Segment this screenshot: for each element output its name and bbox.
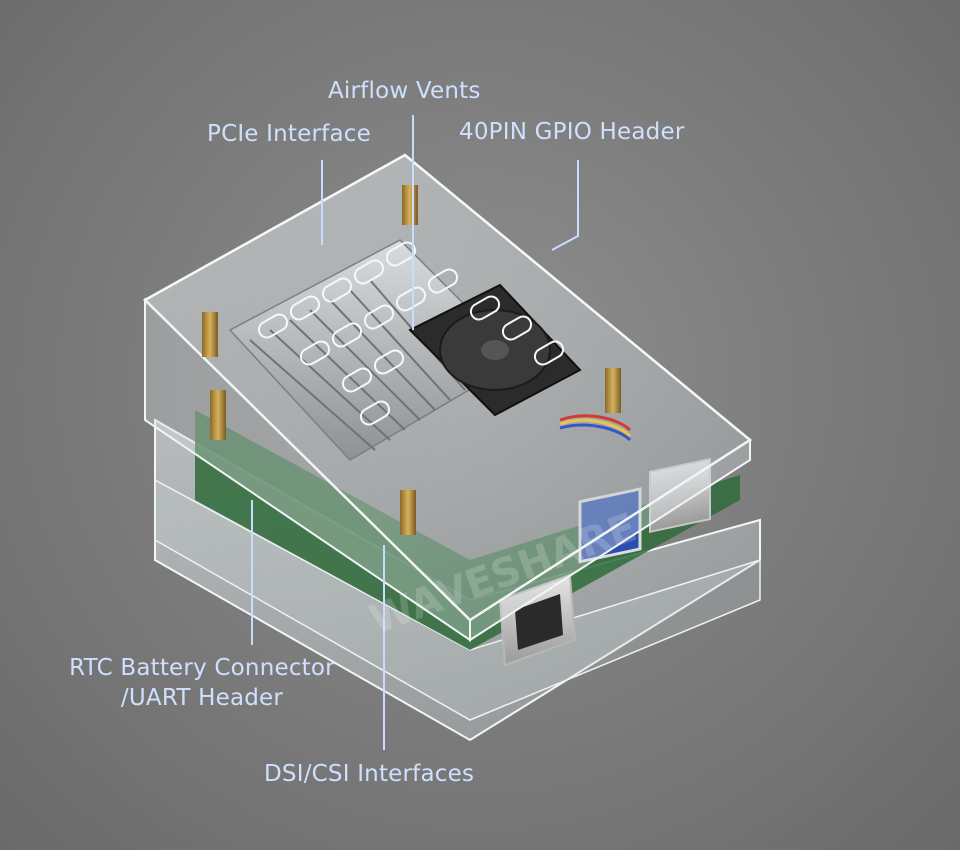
airflow-vent-slots: [257, 241, 565, 426]
label-pcie-interface: PCIe Interface: [207, 121, 371, 147]
ethernet-port: [498, 573, 577, 667]
callout-leader-lines: [251, 115, 579, 750]
label-rtc-battery-connector: RTC Battery Connector /UART Header: [52, 655, 352, 711]
fan-cable: [559, 414, 632, 442]
label-gpio-header: 40PIN GPIO Header: [459, 119, 685, 145]
label-rtc-line2: /UART Header: [120, 685, 284, 711]
label-airflow-vents: Airflow Vents: [328, 78, 481, 104]
heatsink: [228, 239, 522, 461]
cooling-fan: [408, 283, 582, 417]
label-dsi-csi: DSI/CSI Interfaces: [264, 761, 475, 787]
label-rtc-line1: RTC Battery Connector: [69, 655, 335, 681]
